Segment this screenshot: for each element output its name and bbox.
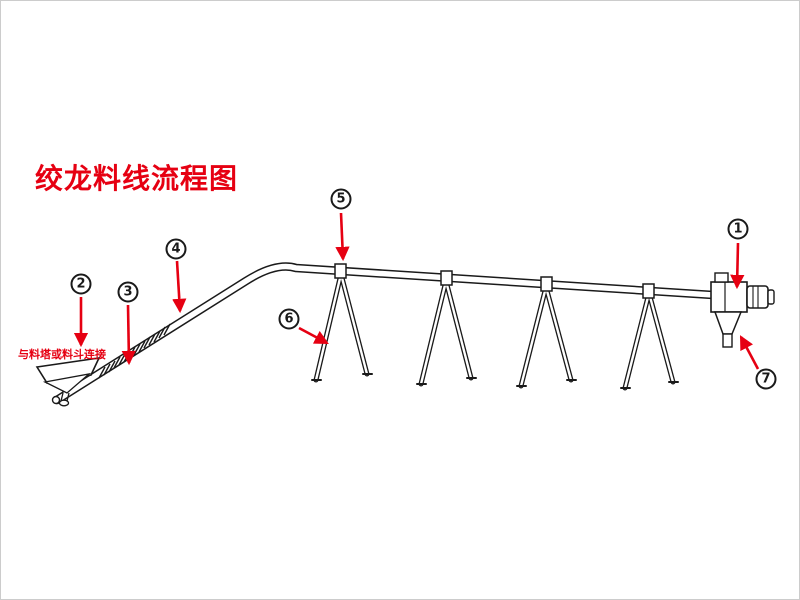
callout-6: 6	[278, 308, 300, 330]
hopper-connection-note: 与料塔或料斗连接	[18, 348, 106, 361]
drive-switch-box	[714, 272, 729, 283]
conveyor-tube	[52, 262, 718, 405]
arrow-7	[739, 335, 760, 370]
arrow-5	[335, 212, 350, 262]
callout-3: 3	[117, 281, 139, 303]
callout-4: 4	[165, 238, 187, 260]
tube-couplings	[334, 263, 655, 299]
callout-7: 7	[755, 368, 777, 390]
intake-hopper	[35, 356, 101, 407]
support-frames	[311, 271, 679, 391]
support-feet	[311, 373, 679, 389]
arrow-1	[730, 242, 745, 290]
arrow-3	[121, 304, 136, 366]
drop-tube	[722, 333, 733, 348]
callout-1: 1	[727, 218, 749, 240]
arrow-4	[172, 260, 187, 314]
callout-5: 5	[330, 188, 352, 210]
drop-funnel	[713, 311, 743, 335]
diagram-title: 绞龙料线流程图	[35, 162, 239, 195]
callout-arrows	[73, 212, 760, 370]
auger-end-cap	[51, 395, 61, 405]
arrow-6	[298, 326, 329, 345]
drive-unit	[710, 272, 775, 348]
callout-2: 2	[70, 273, 92, 295]
